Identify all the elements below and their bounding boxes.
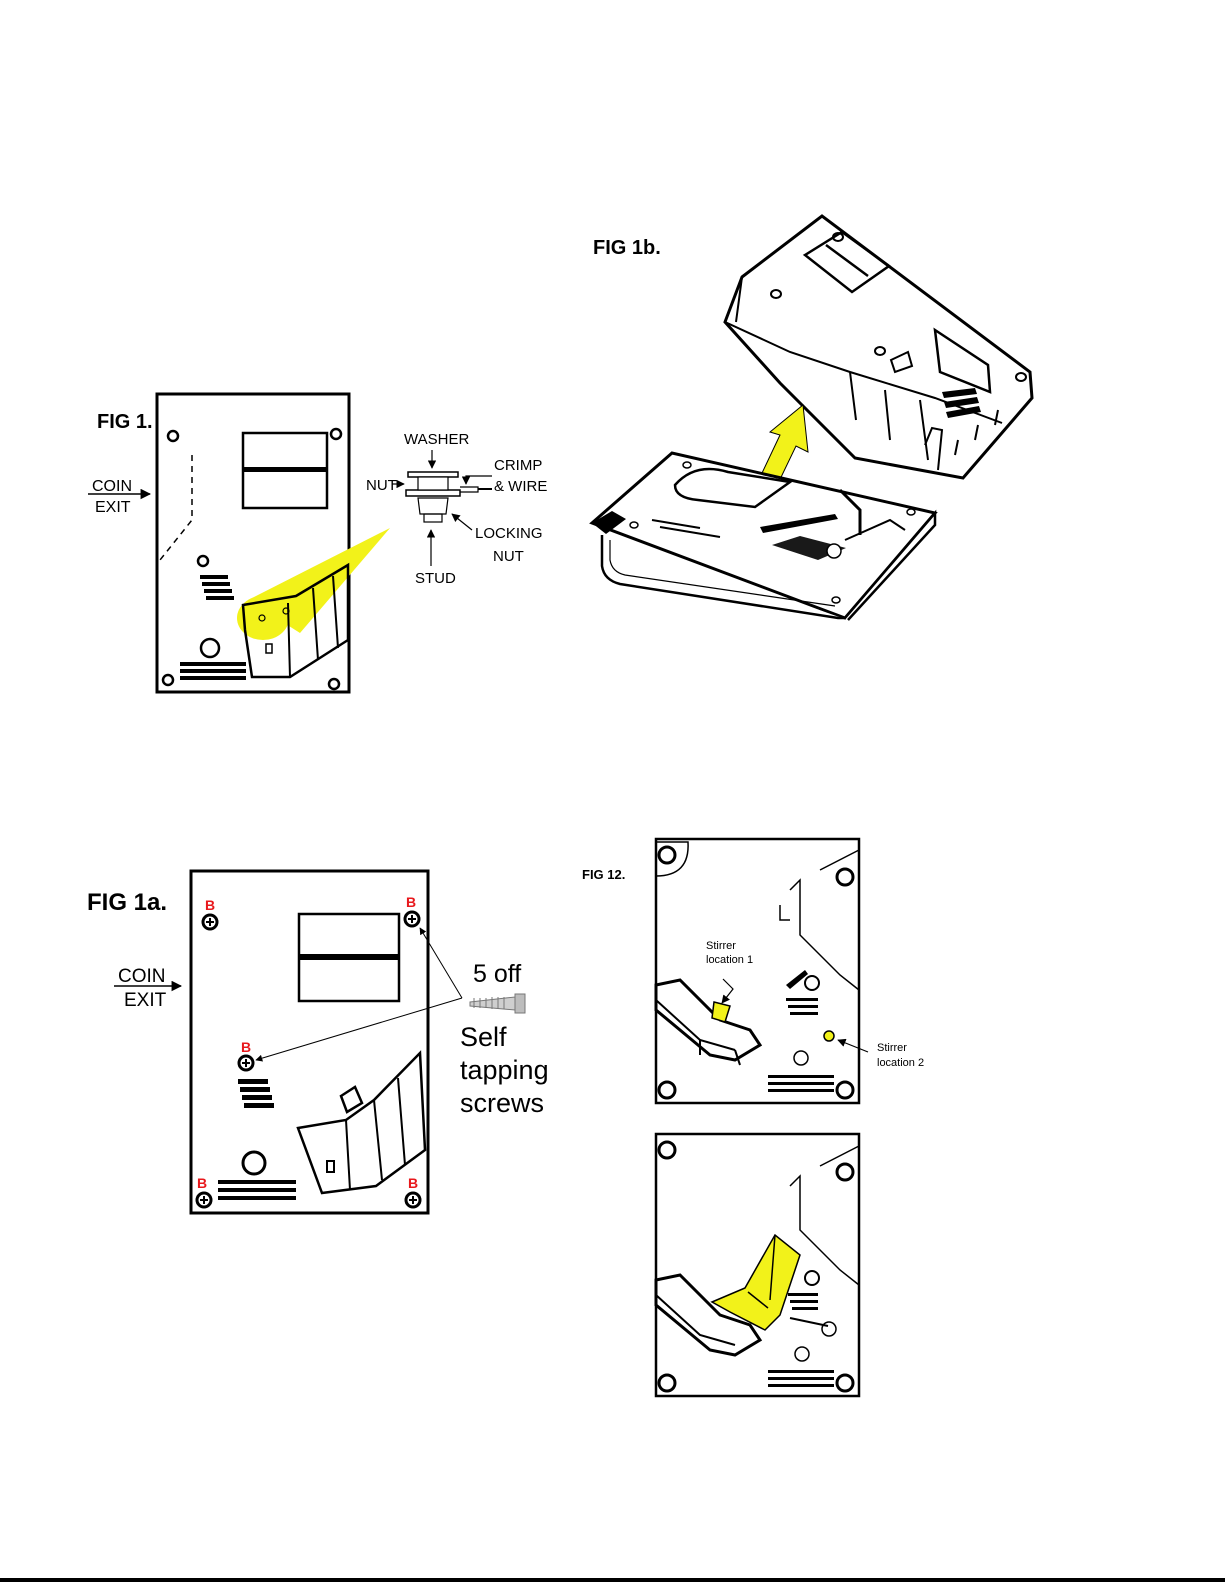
marker-b-label: B [241, 1039, 251, 1055]
locking-label: LOCKING [475, 525, 543, 542]
stud-body [418, 477, 448, 490]
base-pcb-circle [827, 544, 841, 558]
fig12-lower-panel [656, 1134, 859, 1396]
stirrer-link [790, 1318, 828, 1326]
marker-b-label: B [406, 894, 416, 910]
crimp-label: CRIMP [494, 457, 542, 474]
fig1-coin-label: COIN [92, 478, 132, 495]
upper-bracket [780, 905, 790, 920]
screw-hole-icon [659, 1142, 675, 1158]
lower-grille [768, 1370, 834, 1387]
stirrer-loc1-line1: Stirrer [706, 940, 736, 952]
fig1a-small-tab [341, 1087, 362, 1112]
screw-hole-icon [837, 1164, 853, 1180]
screw-leader-top [420, 928, 462, 998]
crimp-arrow [466, 476, 492, 484]
screw-hole-icon [198, 556, 208, 566]
fig1a-window-divider [299, 954, 399, 960]
screw-count-label: 5 off [473, 960, 521, 988]
nut-label: NUT [366, 477, 397, 494]
stirrer-loc1-arrow [722, 979, 733, 1003]
fig1a-diagram: FIG 1a. COIN EXIT B B B B B [87, 871, 549, 1213]
screw-hole-icon [837, 869, 853, 885]
screw-hole-icon [837, 1375, 853, 1391]
fig1-title: FIG 1. [97, 411, 153, 433]
screw-desc-line3: screws [460, 1088, 544, 1118]
locking-nut-label: NUT [493, 548, 524, 565]
locking-nut-part [418, 498, 448, 514]
lower-guide-lines [790, 1146, 859, 1285]
locking-nut-arrow [452, 514, 472, 530]
upper-port [794, 1051, 808, 1065]
fig1a-grille [218, 1180, 296, 1200]
fig1a-exit-label: EXIT [124, 990, 167, 1011]
nut-part [406, 490, 460, 496]
fig1a-vent-slots [238, 1079, 274, 1108]
fig1a-round-port [243, 1152, 265, 1174]
screw-desc-line2: tapping [460, 1055, 549, 1085]
fig1-coin-path-dashed [160, 455, 192, 560]
fig1a-title: FIG 1a. [87, 889, 167, 916]
screw-hole-icon [163, 675, 173, 685]
fig1-stud-assembly [406, 472, 492, 522]
fig12-diagram: FIG 12. [582, 839, 924, 1396]
fig1a-screw-markers: B B B B B [197, 894, 420, 1207]
fig1-exit-label: EXIT [95, 499, 131, 516]
fig1-vent-slots [200, 575, 234, 600]
fig12-panel-frame [656, 839, 859, 1103]
fig1b-diagram: FIG 1b. [592, 216, 1032, 620]
fig1-round-port [201, 639, 219, 657]
screw-hole-icon [329, 679, 339, 689]
stud-label: STUD [415, 570, 456, 587]
screw-leader-mid [256, 998, 462, 1060]
screw-hole-icon [331, 429, 341, 439]
screw-hole-icon [837, 1082, 853, 1098]
fig1a-chute-slot [327, 1161, 334, 1172]
screw-hole-icon [659, 1375, 675, 1391]
upper-post [805, 976, 819, 990]
screw-hole-icon [168, 431, 178, 441]
self-tapping-screw-icon [470, 994, 525, 1013]
page-bottom-rule [0, 1578, 1225, 1582]
lower-port [795, 1347, 809, 1361]
upper-vent [786, 998, 818, 1015]
fig12-title: FIG 12. [582, 867, 625, 882]
marker-b-label: B [197, 1175, 207, 1191]
screw-hole-icon [659, 847, 675, 863]
stirrer-loc2-arrow [838, 1040, 868, 1052]
fig1-mech-panel [157, 394, 349, 692]
fig12-upper-panel [656, 839, 868, 1103]
fig1-window-divider [243, 467, 327, 472]
stirrer-location-2-marker [824, 1031, 834, 1041]
fig1-diagram: FIG 1. COIN EXIT [88, 394, 547, 692]
stirrer-loc2-line2: location 2 [877, 1057, 924, 1069]
lower-pivot [822, 1322, 836, 1336]
fig1b-base [592, 453, 935, 620]
upper-grille [768, 1075, 834, 1092]
washer-label: WASHER [404, 431, 469, 448]
lower-post [805, 1271, 819, 1285]
stirrer-location-1-marker [712, 1002, 730, 1022]
fig1a-chute-edges [346, 1078, 405, 1190]
fig1b-lid [725, 216, 1032, 478]
lower-vent [788, 1293, 818, 1310]
fig1a-chute-block [298, 1053, 425, 1193]
fig1-grille [180, 662, 246, 680]
washer-part [408, 472, 458, 477]
fig1b-title: FIG 1b. [593, 237, 661, 259]
fig1-chute-slot [266, 644, 272, 653]
screw-desc-line1: Self [460, 1022, 507, 1052]
upper-chute [656, 980, 760, 1060]
screw-hole-icon [659, 1082, 675, 1098]
marker-b-label: B [408, 1175, 418, 1191]
marker-b-label: B [205, 897, 215, 913]
wire-label: & WIRE [494, 478, 547, 495]
crimp-tab [460, 487, 478, 492]
stirrer-loc1-line2: location 1 [706, 954, 753, 966]
fig1a-coin-label: COIN [118, 966, 166, 987]
stud-tip [424, 514, 442, 522]
stirrer-loc2-line1: Stirrer [877, 1042, 907, 1054]
